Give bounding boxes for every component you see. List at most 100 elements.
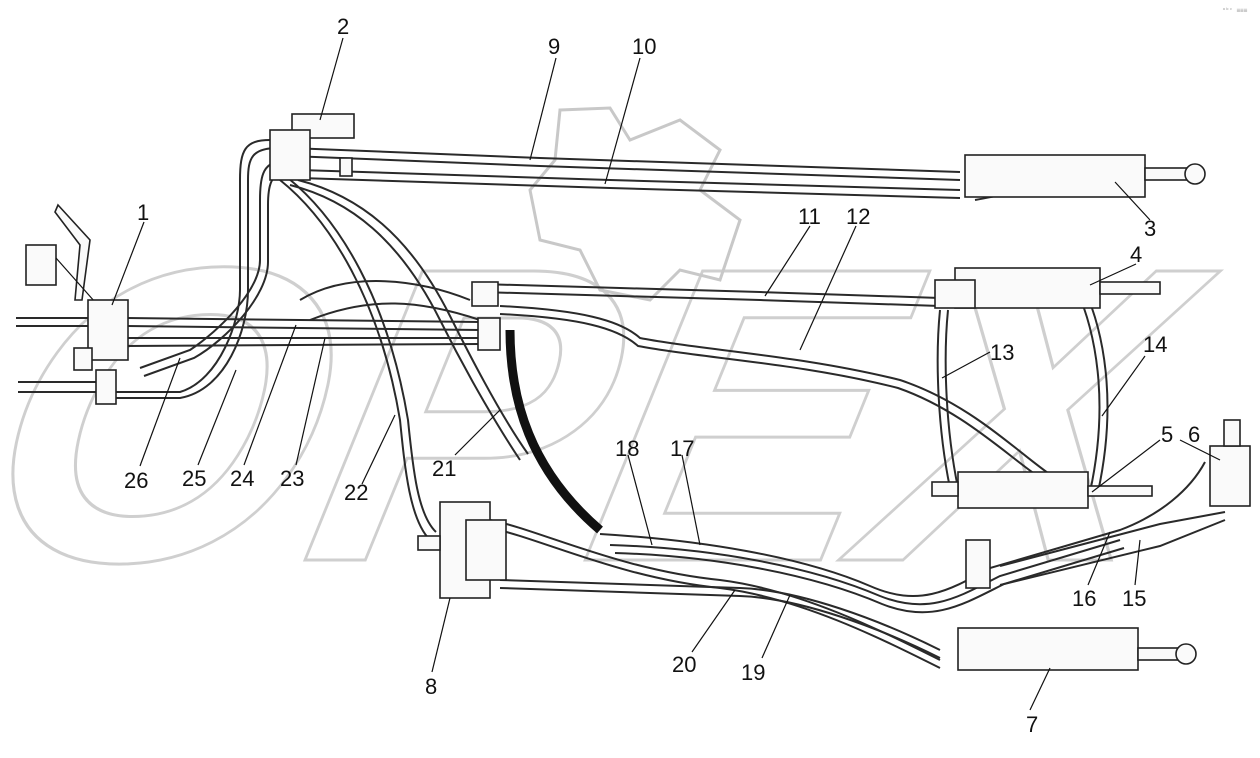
cylinder-5-rod (1087, 485, 1153, 497)
cylinder-4-rod (1099, 281, 1161, 295)
hose-19 (489, 519, 941, 661)
hose-22-outer (287, 177, 437, 533)
dark-hose (505, 329, 603, 534)
leader-5 (1091, 439, 1161, 493)
block-8-fitting (417, 535, 441, 551)
callout-21: 21 (432, 456, 456, 481)
leader-10 (604, 57, 641, 185)
component-4-cylinder (934, 267, 1161, 309)
hose-18 (599, 461, 1206, 597)
cylinder-7-eye (1175, 643, 1197, 665)
hose-25-outer (100, 147, 279, 399)
leader-3 (1114, 181, 1151, 221)
callout-16: 16 (1072, 586, 1096, 611)
component-8-block (417, 501, 507, 599)
hose-15 (999, 519, 1226, 586)
leader-23 (295, 337, 326, 466)
callout-19: 19 (741, 660, 765, 685)
hose-9 (289, 147, 961, 173)
cylinder-3-body (964, 154, 1146, 198)
cylinder-3-rod (1144, 167, 1191, 181)
hose-11-outer (479, 291, 941, 307)
leader-16 (1087, 531, 1111, 586)
leader-6 (1179, 439, 1221, 461)
watermark-logo: OPEX (0, 106, 1242, 651)
callout-17: 17 (670, 436, 694, 461)
corner-mark: ᵃᵇᶜ ≡≡≡ (1222, 7, 1248, 14)
hose-22 (279, 179, 431, 541)
leader-14 (1101, 355, 1146, 417)
leader-15 (1134, 539, 1141, 586)
hose-23-outer (124, 343, 481, 347)
callout-7: 7 (1026, 712, 1038, 737)
leader-22 (361, 414, 396, 485)
callout-18: 18 (615, 436, 639, 461)
component-3-cylinder (964, 154, 1206, 198)
leader-13 (941, 351, 991, 379)
hose-17 (609, 539, 1121, 606)
callout-3: 3 (1144, 216, 1156, 241)
leader-lines (111, 37, 1221, 711)
leader-7 (1029, 667, 1051, 711)
callout-4: 4 (1130, 242, 1142, 267)
hose-13-outer (944, 309, 959, 489)
valve-6-body (1209, 445, 1251, 507)
callout-24: 24 (230, 466, 254, 491)
component-2-block (269, 113, 355, 181)
hose-20-outer (499, 587, 941, 659)
trunk-fittings (471, 281, 991, 589)
elbow-link-1 (55, 257, 96, 303)
fitting-a (471, 281, 499, 307)
hose-24-outer (124, 325, 481, 331)
hose-12-outer (499, 313, 1081, 499)
leader-8 (431, 597, 451, 673)
pipe-elbow-1 (25, 244, 57, 286)
leader-25 (197, 369, 237, 466)
hose-25 (100, 139, 271, 393)
block-2-tab (339, 157, 353, 177)
callout-23: 23 (280, 466, 304, 491)
leader-21 (454, 409, 501, 456)
leader-1 (111, 221, 145, 306)
callout-8: 8 (425, 674, 437, 699)
hose-16 (999, 511, 1226, 567)
callout-2: 2 (337, 14, 349, 39)
hose-11 (479, 283, 941, 299)
hose-24 (124, 317, 481, 323)
hose-13 (936, 309, 951, 489)
callout-9: 9 (548, 34, 560, 59)
cylinder-7-rod (1137, 647, 1181, 661)
hose-9-outer (289, 155, 961, 181)
callout-1: 1 (137, 200, 149, 225)
leader-18 (627, 454, 653, 546)
component-1-valve (25, 203, 129, 405)
cylinder-5-cap (931, 481, 959, 497)
cylinder-4-body (954, 267, 1101, 309)
valve-6-cap (1223, 419, 1241, 447)
hose-20 (499, 579, 941, 651)
lever-1 (54, 203, 91, 301)
leader-12 (799, 225, 857, 351)
hose-10 (299, 169, 961, 191)
callout-25: 25 (182, 466, 206, 491)
callout-12: 12 (846, 204, 870, 229)
callout-20: 20 (672, 652, 696, 677)
right-middle-hoses (279, 177, 1109, 541)
clamp-1 (95, 369, 117, 405)
hose-26 (139, 161, 281, 369)
leader-24 (243, 324, 297, 466)
hose-17-outer (614, 547, 1125, 614)
fitting-c (965, 539, 991, 589)
valve-port-1 (73, 347, 93, 371)
callout-26: 26 (124, 468, 148, 493)
leader-11 (764, 225, 811, 297)
hose-12 (499, 305, 1081, 491)
leader-19 (761, 594, 791, 659)
callout-10: 10 (632, 34, 656, 59)
leader-9 (529, 57, 557, 161)
callout-13: 13 (990, 340, 1014, 365)
hose-10-outer (299, 177, 961, 199)
fitting-b (477, 317, 501, 351)
callout-6: 6 (1188, 422, 1200, 447)
